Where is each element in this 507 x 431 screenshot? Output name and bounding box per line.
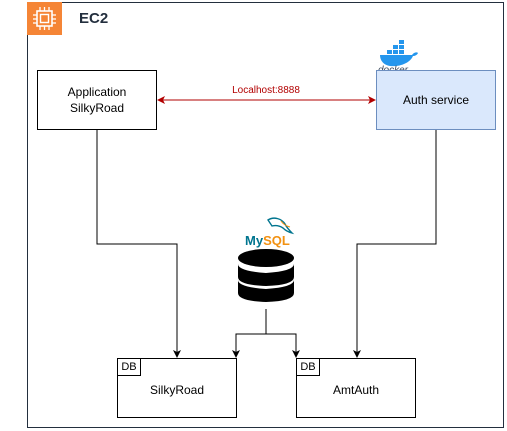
aws-ec2-icon: [27, 2, 62, 35]
mysql-to-silkyroad-edge: [232, 309, 267, 358]
application-node-line1: Application: [67, 85, 127, 99]
auth-service-label: Auth service: [402, 93, 470, 107]
mysql-sql-text: SQL: [263, 233, 290, 248]
app-to-silkyroad-edge: [96, 130, 181, 358]
auth-service-node: Auth service: [376, 70, 496, 130]
localhost-edge-label: Localhost:8888: [216, 85, 316, 96]
application-node-line2: SilkyRoad: [69, 101, 125, 115]
docker-whale-icon: [380, 40, 418, 67]
db-amtauth-node: DB AmtAuth: [296, 358, 416, 418]
db-amtauth-name: AmtAuth: [332, 383, 380, 397]
db-tag: DB: [296, 358, 320, 376]
db-silkyroad-node: DB SilkyRoad: [117, 358, 237, 418]
mysql-dolphin-icon: [267, 217, 295, 235]
auth-to-amtauth-edge: [353, 130, 437, 358]
mysql-my-text: My: [245, 233, 264, 248]
database-cylinder-icon: [238, 249, 294, 302]
ec2-title: EC2: [79, 10, 109, 27]
mysql-to-amtauth-edge: [266, 333, 300, 358]
application-node: Application SilkyRoad: [37, 70, 157, 130]
mysql-logo-text: MySQL: [245, 233, 290, 248]
db-silkyroad-name: SilkyRoad: [149, 383, 205, 397]
db-tag: DB: [117, 358, 141, 376]
ec2-container-frame: [27, 2, 504, 428]
